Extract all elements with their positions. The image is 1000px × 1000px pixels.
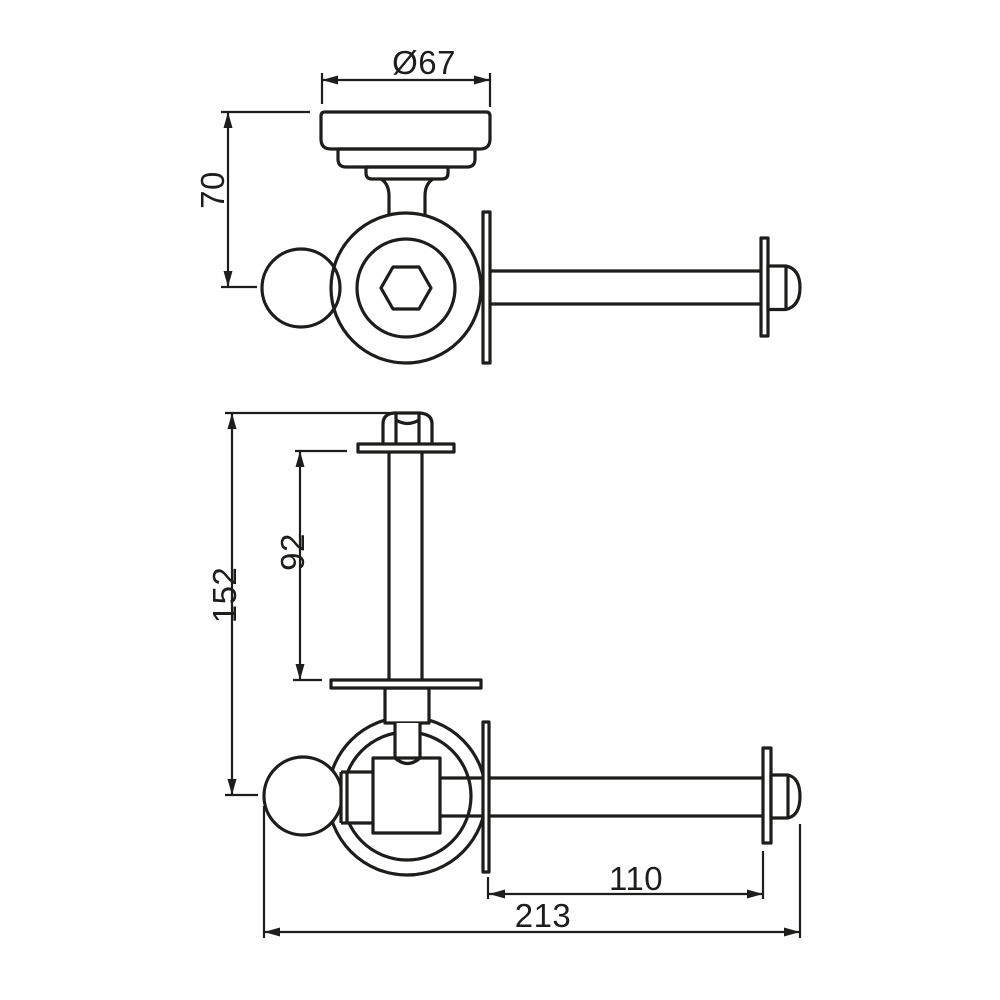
- post-mount-block: [383, 686, 431, 725]
- rod-end-nut: [766, 264, 802, 312]
- upper-roll-disc: [356, 442, 456, 454]
- flange-inner-circle: [355, 237, 457, 339]
- ball-neck: [339, 770, 372, 825]
- dim-height-70: 70: [194, 110, 310, 289]
- dish-tier-3: [364, 165, 450, 181]
- arrow-down: [223, 271, 233, 287]
- top-view: Ø67 70: [194, 44, 802, 365]
- dim-total-width-213: 213: [262, 806, 802, 938]
- arrow-left: [489, 889, 505, 899]
- arrow-up: [295, 451, 305, 467]
- dim-label-rod-length: 110: [609, 860, 663, 897]
- flange-outer-circle: [329, 211, 483, 365]
- dish-stem-left-edge: [380, 177, 391, 216]
- roll-rod: [440, 720, 802, 874]
- post-cap-nut: [381, 411, 434, 447]
- dim-label-height: 70: [194, 171, 231, 209]
- roll-stop-plate: [481, 210, 492, 365]
- dim-post-length-92: 92: [274, 449, 347, 682]
- hub-block: [371, 756, 442, 835]
- cap-nut-inner-arc: [395, 418, 420, 426]
- arrow-right: [747, 889, 763, 899]
- rod-end-nut: [769, 773, 802, 820]
- roll-rod: [481, 210, 802, 365]
- front-view: 152 92 110 213: [206, 411, 802, 938]
- post-hub-junction-arc: [393, 756, 422, 766]
- dim-rod-length-110: 110: [486, 851, 765, 899]
- dish-tier-1: [319, 110, 492, 151]
- arrow-down: [227, 779, 237, 795]
- arrow-right: [784, 927, 800, 937]
- dim-label-total-width: 213: [515, 897, 572, 934]
- dim-label-total-height: 152: [206, 567, 243, 624]
- soap-dish-profile: [319, 110, 492, 217]
- dish-stem-right-edge: [423, 177, 434, 217]
- arrow-left: [264, 927, 280, 937]
- arrow-left: [322, 75, 338, 85]
- arrow-up: [223, 112, 233, 128]
- hex-socket: [379, 265, 433, 311]
- arrow-right: [474, 75, 490, 85]
- dim-label-post-length: 92: [274, 533, 311, 571]
- ball-knob: [260, 247, 342, 329]
- dim-label-diameter: Ø67: [392, 44, 456, 81]
- post-neck-fill: [395, 723, 420, 758]
- arrow-down: [295, 664, 305, 680]
- spare-roll-post: [387, 446, 424, 684]
- ball-knob: [262, 755, 344, 837]
- dim-diameter: Ø67: [320, 44, 492, 107]
- roll-stop-plate: [481, 720, 491, 874]
- cap-nut-outline: [381, 411, 434, 447]
- lower-roll-disc: [329, 678, 483, 690]
- wall-flange: [329, 211, 483, 365]
- arrow-up: [227, 413, 237, 429]
- dim-total-height-152: 152: [206, 411, 394, 797]
- dish-tier-2: [336, 147, 477, 169]
